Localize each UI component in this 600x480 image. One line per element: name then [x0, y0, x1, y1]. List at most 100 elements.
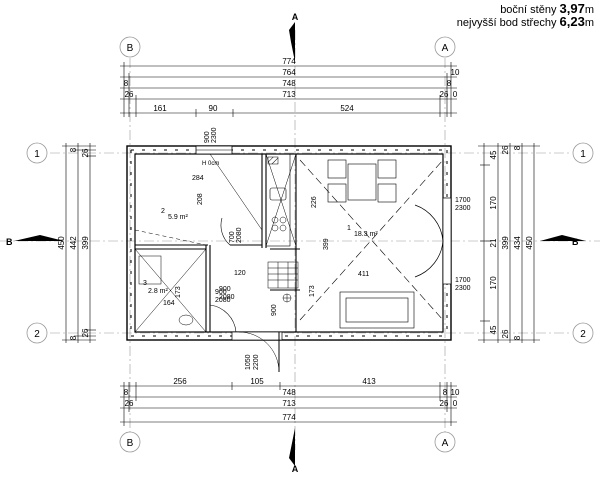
- svg-text:2080: 2080: [215, 297, 231, 304]
- dim-bot-row2-rr: 0: [453, 399, 458, 408]
- window-right2-b: 2300: [455, 285, 471, 292]
- stairs: [267, 261, 299, 289]
- window-right1-a: 1700: [455, 197, 471, 204]
- header-roof: nejvyšší bod střechy 6,23m: [457, 15, 594, 30]
- dim-right-434: 434: [513, 236, 522, 250]
- section-marker-right: B: [540, 235, 586, 247]
- svg-text:2300: 2300: [211, 127, 218, 143]
- section-marker-top: A: [289, 12, 299, 62]
- dims-bottom: [120, 382, 457, 426]
- dim-top-713: 713: [282, 90, 296, 99]
- side-walls-value: 3,97: [559, 1, 585, 16]
- dim-173-b: 173: [175, 286, 182, 298]
- dim-bot-256: 256: [173, 377, 187, 386]
- dims-right: [478, 143, 540, 343]
- svg-text:900: 900: [215, 289, 227, 296]
- svg-text:H 0cm: H 0cm: [202, 161, 219, 167]
- dim-top-overall: 774: [282, 57, 296, 66]
- room-1-area: 18.3 m²: [354, 231, 378, 238]
- grid-bubble-a-bottom: [434, 431, 456, 453]
- dim-bot-row2-l: 26: [125, 399, 134, 408]
- dim-left-399: 399: [81, 236, 90, 250]
- grid-label-b-bottom: B: [127, 438, 134, 449]
- dim-right-170a: 170: [489, 196, 498, 210]
- dim-top-row3-r: 8: [447, 79, 452, 88]
- grid-label-b-top: B: [127, 43, 134, 54]
- dim-399: 399: [323, 238, 330, 250]
- dim-right-bot-a: 45: [489, 325, 498, 334]
- door-right-frame: [442, 197, 452, 285]
- hall: 120 173 900: [234, 270, 316, 316]
- room-3: 3 2.8 m² 164 173: [134, 248, 207, 333]
- header-side-walls: boční stěny 3,97m: [500, 2, 594, 17]
- interior-walls: [135, 154, 300, 332]
- dims-top: [120, 62, 457, 117]
- dim-164: 164: [163, 300, 175, 307]
- dim-208: 208: [197, 193, 204, 205]
- dim-bot-row1-rr: 10: [451, 388, 460, 397]
- grid-label-a-bottom: A: [442, 438, 449, 449]
- dim-bot-413: 413: [362, 377, 376, 386]
- svg-text:A: A: [292, 464, 299, 474]
- dim-bot-row2-r: 26: [440, 399, 449, 408]
- grid-label-a-top: A: [442, 43, 449, 54]
- dim-bot-row1-r: 8: [443, 388, 448, 397]
- dim-right-bot-c: 8: [513, 335, 522, 340]
- dim-left-top-a: 8: [69, 147, 78, 152]
- dim-top-row3-l: 8: [124, 79, 129, 88]
- svg-text:900: 900: [204, 131, 211, 143]
- roof-unit: m: [584, 17, 594, 29]
- door-entry: 1050 2200: [231, 331, 283, 373]
- grid-label-1-right: 1: [580, 149, 586, 160]
- dim-hall-2080: 2080: [219, 294, 235, 301]
- svg-text:B: B: [6, 237, 13, 247]
- door-hall-900: 900: [271, 304, 278, 316]
- roof-value: 6,23: [559, 14, 585, 29]
- room-2: 2 5.9 m² 284 208: [134, 153, 263, 246]
- dim-right-399: 399: [501, 236, 510, 250]
- grid-bubble-2-left: [26, 322, 48, 344]
- dim-284: 284: [192, 175, 204, 182]
- grid-label-2-left: 2: [34, 329, 40, 340]
- section-marker-bottom: A: [289, 428, 299, 474]
- dim-bot-748: 748: [282, 388, 296, 397]
- section-marker-left: B: [6, 235, 64, 247]
- grid-label-1-left: 1: [34, 149, 40, 160]
- sofa: [339, 291, 415, 329]
- room-1: 1 18.3 m² 399 411: [299, 159, 444, 321]
- roof-label: nejvyšší bod střechy: [456, 17, 557, 29]
- dim-173: 173: [309, 285, 316, 297]
- dim-top-748: 748: [282, 79, 296, 88]
- dim-bot-overall: 774: [282, 413, 296, 422]
- door-kitchen: 700 2080: [220, 217, 243, 246]
- dim-bot-713: 713: [282, 399, 296, 408]
- dim-right-top-c: 8: [513, 145, 522, 150]
- room-2-area: 5.9 m²: [168, 214, 189, 221]
- dim-left-top-b: 26: [81, 148, 90, 157]
- dim-top-161: 161: [153, 104, 167, 113]
- dining-table: [327, 159, 397, 203]
- dims-left: [62, 143, 96, 343]
- dim-right-170b: 170: [489, 276, 498, 290]
- dim-left-442: 442: [69, 236, 78, 250]
- dim-right-21: 21: [489, 238, 498, 247]
- svg-text:700: 700: [229, 231, 236, 243]
- door-bath: 900 2080: [209, 289, 237, 333]
- dim-right-top-b: 26: [501, 145, 510, 154]
- window-right1-b: 2300: [455, 205, 471, 212]
- grid-bubble-1-right: [572, 142, 594, 164]
- svg-text:2200: 2200: [253, 354, 260, 370]
- grid-bubble-b-bottom: [119, 431, 141, 453]
- grid-bubble-b-top: [119, 36, 141, 58]
- svg-text:A: A: [292, 12, 299, 22]
- dim-top-90: 90: [209, 104, 218, 113]
- level-marker: H 0cm: [202, 161, 219, 167]
- room-2-num: 2: [161, 208, 165, 215]
- side-walls-label: boční stěny: [500, 4, 557, 16]
- dim-bot-row1-l: 8: [124, 388, 129, 397]
- dim-hall-900: 900: [219, 286, 231, 293]
- side-walls-unit: m: [584, 4, 594, 16]
- window-right2-a: 1700: [455, 277, 471, 284]
- dim-right-bot-b: 26: [501, 329, 510, 338]
- dim-120: 120: [234, 270, 246, 277]
